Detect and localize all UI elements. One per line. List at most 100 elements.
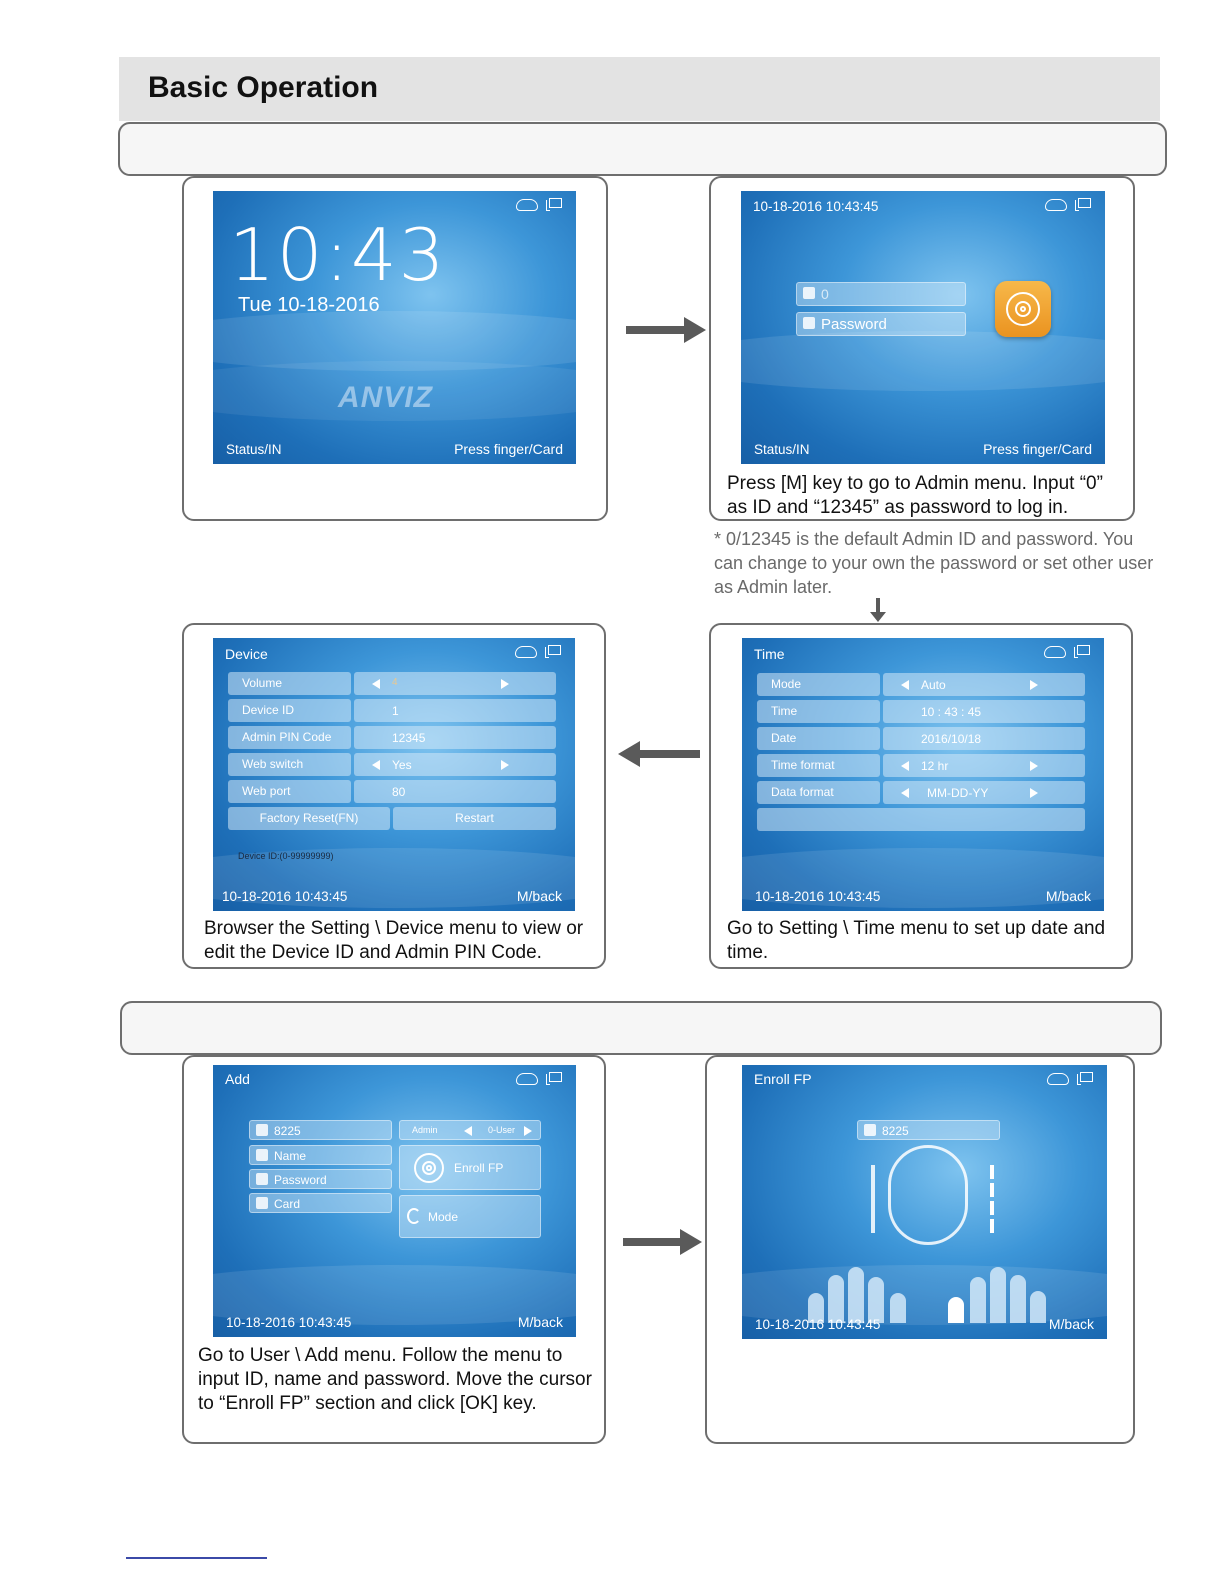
arrow-left-icon xyxy=(901,680,909,690)
status-text: Status/IN xyxy=(226,442,282,457)
status-icons xyxy=(515,645,561,658)
menu-row-web-port[interactable]: Web port 80 xyxy=(228,780,556,803)
enroll-counter: 0 xyxy=(888,1145,968,1245)
quality-bar xyxy=(848,1267,864,1323)
arrow-right-icon xyxy=(524,1126,532,1136)
device-id-hint: Device ID:(0-99999999) xyxy=(238,851,334,861)
card-field[interactable]: Card xyxy=(249,1193,392,1213)
arrow-left-icon xyxy=(464,1126,472,1136)
mode-button[interactable]: Mode xyxy=(399,1195,541,1238)
progress-bar-right xyxy=(990,1165,994,1233)
cloud-icon xyxy=(516,1072,538,1085)
id-input[interactable]: 0 xyxy=(796,282,966,306)
quality-bar xyxy=(890,1293,906,1323)
network-icon xyxy=(546,1072,562,1085)
user-role-selector[interactable]: Admin 0-User xyxy=(399,1120,541,1140)
arrow-left xyxy=(618,741,700,767)
device-screen-enroll: Enroll FP 8225 0 10-18-2016 10:43:45 M/b… xyxy=(742,1065,1107,1339)
clock-date: Tue 10-18-2016 xyxy=(238,294,380,316)
prompt-text: Press finger/Card xyxy=(983,441,1092,457)
user-icon xyxy=(803,287,815,299)
device-screen-time: Time Mode Auto Time 10 : 43 : 45 Date 20… xyxy=(742,638,1104,911)
login-datetime: 10-18-2016 10:43:45 xyxy=(753,199,879,214)
status-icons xyxy=(1044,645,1090,658)
section-bar-bottom xyxy=(120,1001,1162,1055)
network-icon xyxy=(1077,1072,1093,1085)
step-frame-device: Device Volume 4 Device ID 1 Admin PIN Co… xyxy=(182,623,606,969)
login-caption: Press [M] key to go to Admin menu. Input… xyxy=(727,473,1103,518)
device-screen-add: Add 8225 Name Password Card Admin 0-User xyxy=(213,1065,576,1337)
quality-bar xyxy=(828,1275,844,1323)
page-title: Basic Operation xyxy=(148,71,379,104)
add-user-caption: Go to User \ Add menu. Follow the menu t… xyxy=(198,1345,592,1414)
fingerprint-button[interactable] xyxy=(995,281,1051,337)
arrow-right-icon xyxy=(1030,788,1038,798)
back-hint: M/back xyxy=(1048,1316,1094,1332)
menu-row-time-format[interactable]: Time format 12 hr xyxy=(757,754,1085,777)
status-icons xyxy=(1047,1072,1093,1085)
network-icon xyxy=(1075,198,1091,211)
footer-datetime: 10-18-2016 10:43:45 xyxy=(755,1317,881,1332)
status-icons xyxy=(516,198,562,211)
quality-bar xyxy=(970,1277,986,1323)
prompt-text: Press finger/Card xyxy=(454,441,563,457)
quality-bar xyxy=(1030,1291,1046,1323)
menu-row-volume[interactable]: Volume 4 xyxy=(228,672,556,695)
menu-row-device-id[interactable]: Device ID 1 xyxy=(228,699,556,722)
status-icons xyxy=(516,1072,562,1085)
restart-button[interactable]: Restart xyxy=(393,807,556,830)
menu-row-admin-pin[interactable]: Admin PIN Code 12345 xyxy=(228,726,556,749)
step-frame-time: Time Mode Auto Time 10 : 43 : 45 Date 20… xyxy=(709,623,1133,969)
clock-time: 10:43 xyxy=(229,213,447,297)
device-screen-login: 10-18-2016 10:43:45 0 Password Status/IN… xyxy=(741,191,1105,464)
screen-title: Device xyxy=(225,646,268,662)
step-frame-enroll: Enroll FP 8225 0 10-18-2016 10:43:45 M/b… xyxy=(705,1055,1135,1444)
quality-bar xyxy=(948,1297,964,1323)
menu-row-web-switch[interactable]: Web switch Yes xyxy=(228,753,556,776)
footer-datetime: 10-18-2016 10:43:45 xyxy=(222,889,348,904)
menu-row-mode[interactable]: Mode Auto xyxy=(757,673,1085,696)
screen-title: Time xyxy=(754,646,785,662)
enroll-fp-button[interactable]: Enroll FP xyxy=(399,1145,541,1190)
arrow-left-icon xyxy=(372,679,380,689)
quality-bar xyxy=(808,1293,824,1323)
back-hint: M/back xyxy=(1045,888,1091,904)
arrow-right-icon xyxy=(1030,680,1038,690)
password-input[interactable]: Password xyxy=(796,312,966,336)
arrow-right-icon xyxy=(501,760,509,770)
cloud-icon xyxy=(1045,198,1067,211)
section-header: Basic Operation xyxy=(119,57,1160,121)
arrow-right-icon xyxy=(501,679,509,689)
status-icons xyxy=(1045,198,1091,211)
network-icon xyxy=(546,198,562,211)
back-hint: M/back xyxy=(516,888,562,904)
password-field[interactable]: Password xyxy=(249,1169,392,1189)
user-icon xyxy=(256,1124,268,1136)
device-screen-idle: 10:43 Tue 10-18-2016 ANVIZ Status/IN Pre… xyxy=(213,191,576,464)
quality-bar xyxy=(990,1267,1006,1323)
menu-row-date[interactable]: Date 2016/10/18 xyxy=(757,727,1085,750)
mode-icon xyxy=(407,1208,421,1224)
quality-bar xyxy=(868,1277,884,1323)
name-field[interactable]: Name xyxy=(249,1145,392,1165)
menu-row-time[interactable]: Time 10 : 43 : 45 xyxy=(757,700,1085,723)
footnote-rule xyxy=(126,1557,267,1559)
cloud-icon xyxy=(1044,645,1066,658)
time-caption: Go to Setting \ Time menu to set up date… xyxy=(727,918,1106,963)
lock-icon xyxy=(256,1173,268,1185)
cloud-icon xyxy=(516,198,538,211)
cloud-icon xyxy=(515,645,537,658)
fingerprint-icon xyxy=(414,1153,444,1183)
step-frame-add-user: Add 8225 Name Password Card Admin 0-User xyxy=(182,1055,606,1444)
menu-row-data-format[interactable]: Data format MM-DD-YY xyxy=(757,781,1085,804)
network-icon xyxy=(1074,645,1090,658)
arrow-right-icon xyxy=(1030,761,1038,771)
user-id-field[interactable]: 8225 xyxy=(249,1120,392,1140)
screen-title: Add xyxy=(225,1071,250,1087)
arrow-left-icon xyxy=(901,761,909,771)
arrow-down xyxy=(870,598,886,622)
device-screen-device: Device Volume 4 Device ID 1 Admin PIN Co… xyxy=(213,638,575,911)
factory-reset-button[interactable]: Factory Reset(FN) xyxy=(228,807,390,830)
step-frame-idle: 10:43 Tue 10-18-2016 ANVIZ Status/IN Pre… xyxy=(182,176,608,521)
lock-icon xyxy=(803,317,815,329)
